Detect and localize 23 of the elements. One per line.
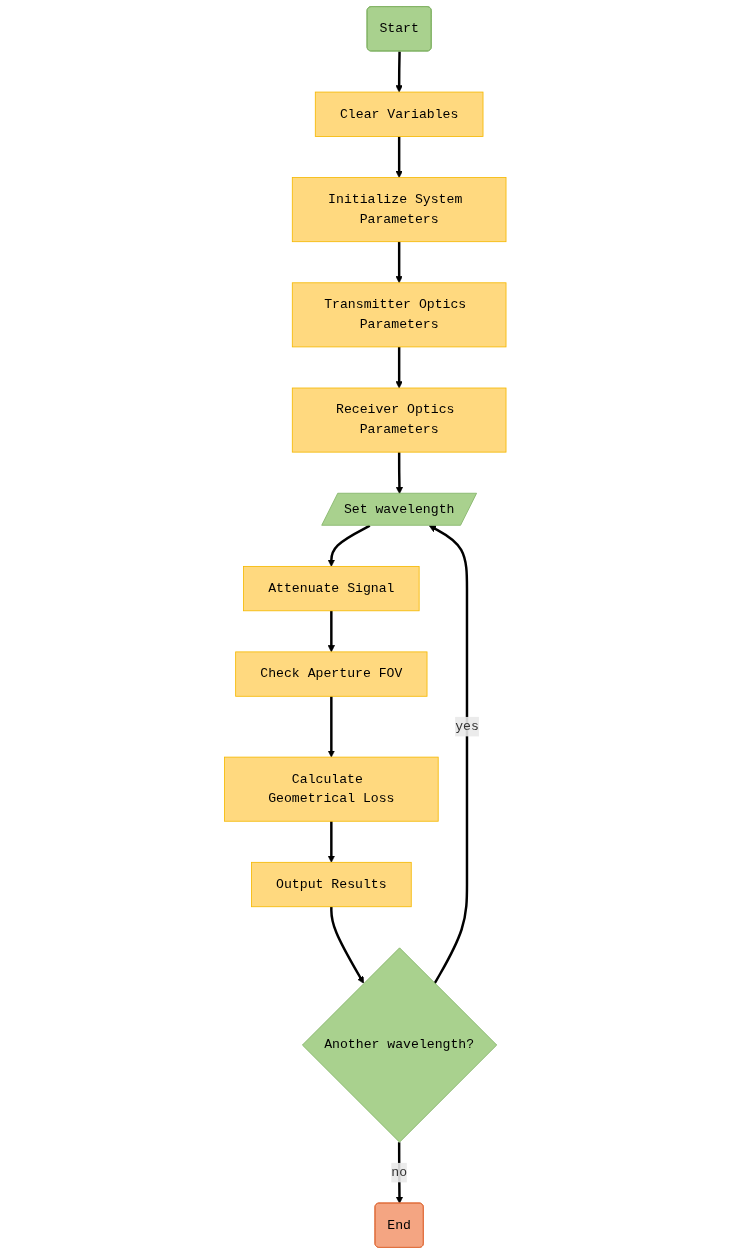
arrow [395, 51, 403, 93]
edge-label: yes [454, 719, 479, 735]
arrow [327, 821, 335, 863]
node-box: Check Aperture FOV [235, 651, 428, 697]
node-box: Output Results [250, 861, 412, 908]
arrow [395, 136, 403, 178]
node-box: Attenuate Signal [242, 566, 420, 612]
arrow [327, 524, 371, 567]
arrow [327, 610, 335, 653]
node-box: Clear Variables [314, 91, 484, 137]
arrow [327, 696, 335, 758]
arrow [428, 525, 468, 984]
node-box: Initialize System Parameters [291, 177, 507, 243]
arrow [395, 346, 403, 389]
arrow [395, 241, 403, 284]
edge-label: no [391, 1165, 407, 1181]
arrow [329, 906, 364, 984]
node-box: Calculate Geometrical Loss [223, 756, 439, 822]
node-box: Receiver Optics Parameters [291, 387, 507, 453]
arrow [395, 1142, 403, 1204]
node-diamond: Another wavelength? [301, 947, 497, 1143]
arrow [395, 452, 403, 494]
node-box: Transmitter Optics Parameters [291, 282, 507, 348]
